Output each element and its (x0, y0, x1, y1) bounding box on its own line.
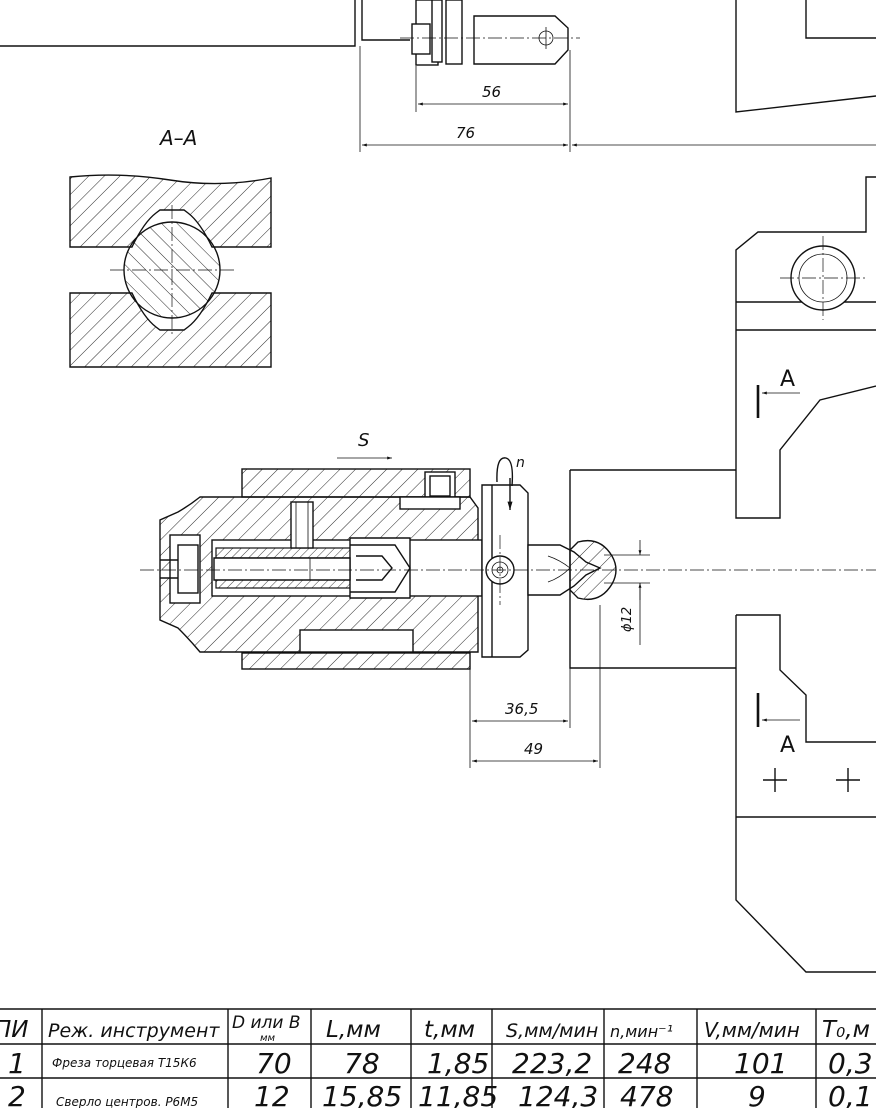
row2-l: 15,85 (322, 1080, 402, 1108)
header-tool: Реж. инструмент (48, 1020, 220, 1042)
row2-t0: 0,1 (828, 1080, 873, 1108)
row2-pi: 2 (8, 1080, 26, 1108)
row1-d: 70 (256, 1047, 292, 1080)
section-title: A–A (158, 126, 197, 150)
row1-v: 101 (734, 1047, 787, 1080)
row1-tool: Фреза торцевая Т15К6 (52, 1056, 197, 1070)
row1-pi: 1 (8, 1047, 26, 1080)
header-s: S,мм/мин (506, 1020, 598, 1042)
row1-l: 78 (344, 1047, 380, 1080)
feed-label: S (358, 430, 369, 451)
rotation-label: n (516, 455, 525, 471)
cutting-modes-table: ПИ Реж. инструмент D или B мм L,мм t,мм … (0, 1008, 876, 1108)
section-a-a: A–A (69, 126, 272, 368)
row2-t: 11,85 (418, 1080, 498, 1108)
top-view: 56 76 (0, 0, 876, 152)
dim-76: 76 (456, 124, 475, 142)
header-d-unit: мм (260, 1033, 276, 1044)
dim-phi12: ϕ12 (620, 607, 635, 632)
header-l: L,мм (326, 1017, 381, 1043)
header-pi: ПИ (0, 1017, 29, 1043)
header-v: V,мм/мин (704, 1018, 800, 1042)
fixture-view: A A (735, 176, 876, 973)
section-mark-bottom: A (780, 733, 795, 758)
row2-n: 478 (620, 1080, 673, 1108)
row1-t0: 0,3 (828, 1047, 873, 1080)
header-d-or-b: D или B (232, 1013, 301, 1033)
row1-n: 248 (618, 1047, 671, 1080)
row1-s: 223,2 (512, 1047, 592, 1080)
row2-s: 124,3 (518, 1080, 598, 1108)
dim-56: 56 (482, 83, 501, 101)
main-view: S n (140, 430, 876, 768)
header-n: n,мин⁻¹ (610, 1022, 673, 1041)
row1-t: 1,85 (427, 1047, 489, 1080)
dim-49: 49 (524, 740, 543, 758)
section-mark-top: A (780, 367, 795, 392)
row2-tool: Сверло центров. Р6М5 (56, 1095, 198, 1108)
row2-d: 12 (254, 1080, 290, 1108)
header-t0: T₀,м (822, 1017, 870, 1043)
row2-v: 9 (748, 1080, 766, 1108)
header-t: t,мм (424, 1017, 475, 1043)
dim-36-5: 36,5 (505, 700, 538, 718)
